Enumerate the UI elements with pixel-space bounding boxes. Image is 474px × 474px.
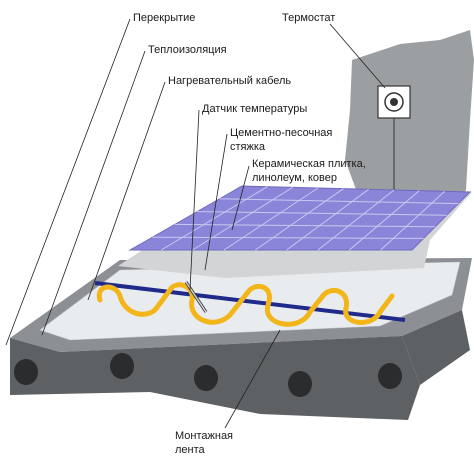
label-mounting-tape-line2: лента <box>175 444 205 456</box>
grid-line <box>41 50 146 336</box>
grid-line <box>286 188 369 251</box>
grid-line <box>204 133 228 271</box>
grid-line <box>349 190 420 251</box>
slab-hole <box>378 363 402 389</box>
leader-lines <box>5 18 386 429</box>
grid-line <box>87 81 166 301</box>
label-finish-line1: Керамическая плитка, <box>252 158 366 170</box>
grid-line <box>189 109 200 291</box>
label-heating-cable: Нагревательный кабель <box>168 75 292 87</box>
grid-line <box>223 187 319 251</box>
temperature-sensor-icon <box>184 281 208 313</box>
tile-grout-lines <box>152 186 459 251</box>
grid-line <box>5 18 131 346</box>
grid-line <box>192 186 293 251</box>
grid-line <box>380 190 446 251</box>
slab-holes <box>14 353 402 397</box>
grid-line <box>231 165 250 231</box>
grid-line <box>224 329 281 429</box>
grid-line <box>161 186 268 251</box>
label-thermostat: Термостат <box>282 12 336 24</box>
grid-line <box>317 189 395 251</box>
heating-cable <box>96 282 395 327</box>
label-screed-line2: стяжка <box>230 141 266 153</box>
label-temperature-sensor: Датчик температуры <box>202 103 308 115</box>
label-insulation: Теплоизоляция <box>148 44 227 56</box>
label-mounting-tape-line1: Монтажная <box>175 430 234 442</box>
grid-line <box>219 198 459 205</box>
label-slab: Перекрытие <box>133 12 196 24</box>
label-screed-line1: Цементно-песочная <box>230 127 333 139</box>
grid-line <box>197 211 447 216</box>
slab-hole <box>14 359 38 385</box>
grid-line <box>152 236 424 239</box>
thermostat-icon <box>377 85 411 190</box>
slab-hole <box>194 365 218 391</box>
grid-line <box>255 188 344 251</box>
grid-line <box>174 223 436 228</box>
concrete-slab-right <box>402 310 470 385</box>
label-finish-line2: линолеум, ковер <box>252 172 337 184</box>
mounting-tape <box>94 281 406 322</box>
slab-hole <box>288 371 312 397</box>
slab-hole <box>110 353 134 379</box>
wall <box>345 30 474 215</box>
grid-line <box>329 23 386 89</box>
